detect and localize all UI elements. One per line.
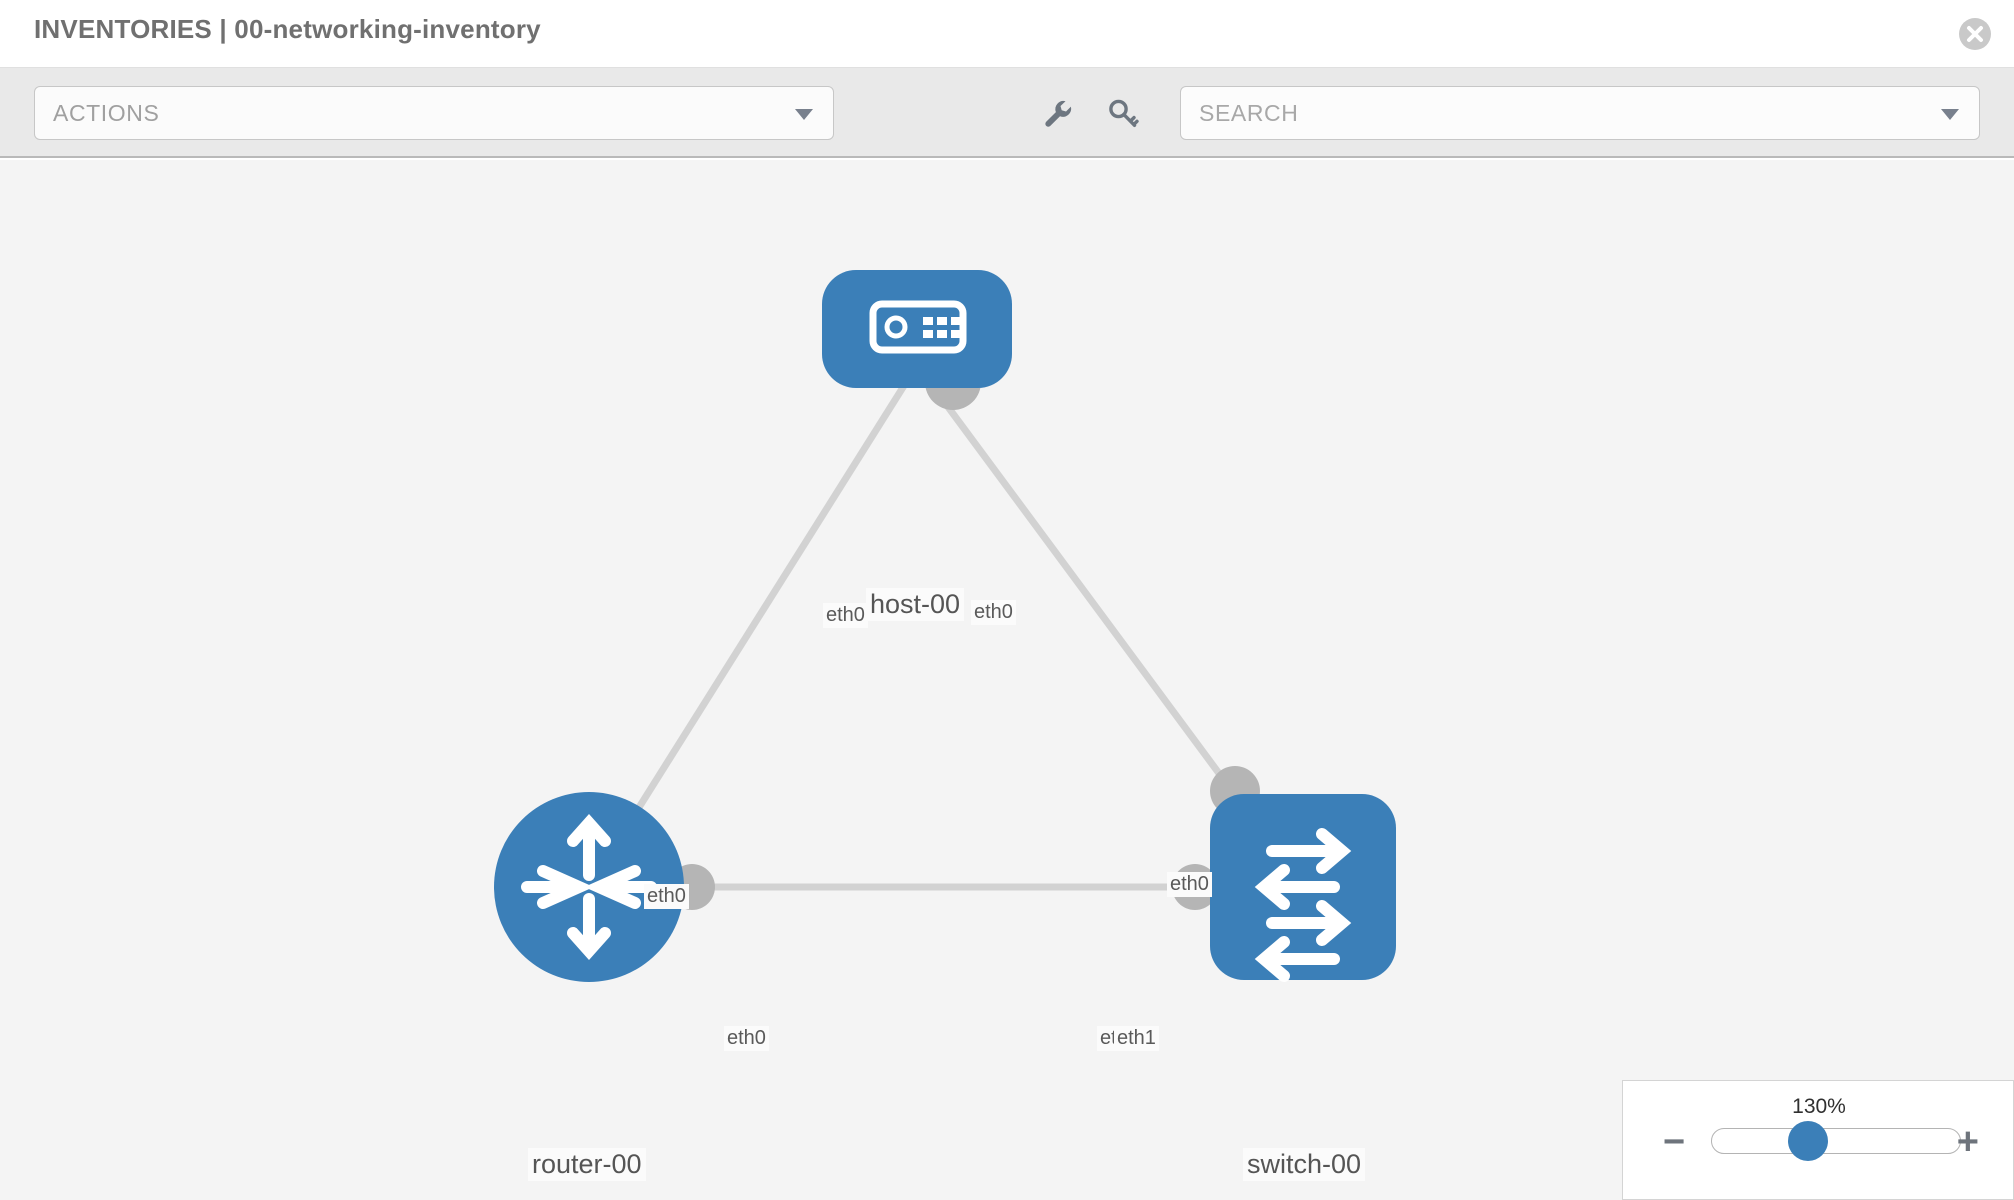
switch-arrows-icon xyxy=(1254,828,1352,982)
page-header: INVENTORIES | 00-networking-inventory xyxy=(0,0,2014,68)
node-switch-00 xyxy=(1210,794,1396,982)
edge-label: eth0 xyxy=(1167,872,1212,897)
toolbar: ACTIONS SEARCH xyxy=(0,68,2014,158)
wrench-icon[interactable] xyxy=(1040,96,1076,132)
search-input[interactable]: SEARCH xyxy=(1180,86,1980,140)
chevron-down-icon[interactable] xyxy=(1941,109,1959,120)
chevron-down-icon xyxy=(795,109,813,120)
search-placeholder: SEARCH xyxy=(1199,100,1299,126)
topology-links xyxy=(586,362,1306,891)
actions-dropdown[interactable]: ACTIONS xyxy=(34,86,834,140)
node-label-router: router-00 xyxy=(528,1148,646,1181)
node-host-00 xyxy=(822,270,1012,388)
node-label-switch: switch-00 xyxy=(1243,1148,1366,1181)
key-icon[interactable] xyxy=(1105,96,1141,132)
router-arrows-icon xyxy=(521,813,657,961)
minus-icon[interactable]: − xyxy=(1663,1121,1686,1163)
zoom-control-panel: 130% − + xyxy=(1622,1080,2014,1200)
plus-icon[interactable]: + xyxy=(1956,1121,1979,1163)
node-router-00 xyxy=(494,792,684,982)
page-title: INVENTORIES | 00-networking-inventory xyxy=(34,14,541,44)
link-connectors xyxy=(669,354,1260,910)
link-host-router xyxy=(586,363,920,889)
node-label-host: host-00 xyxy=(866,588,965,621)
edge-label: eth0 xyxy=(724,1026,769,1051)
topology-canvas[interactable]: eth0 eth0 eth0 eth0 eth0 eth0 eth1 host-… xyxy=(0,160,2014,1200)
edge-label: eth0 xyxy=(644,884,689,909)
zoom-level-label: 130% xyxy=(1792,1095,1846,1118)
edge-label: eth1 xyxy=(1114,1026,1159,1051)
edge-label: eth0 xyxy=(971,600,1016,625)
server-icon xyxy=(869,300,967,354)
close-icon[interactable] xyxy=(1958,17,1992,51)
actions-dropdown-label: ACTIONS xyxy=(53,100,160,126)
zoom-slider[interactable] xyxy=(1711,1128,1961,1154)
zoom-slider-thumb[interactable] xyxy=(1788,1121,1828,1161)
edge-label: eth0 xyxy=(823,603,868,628)
